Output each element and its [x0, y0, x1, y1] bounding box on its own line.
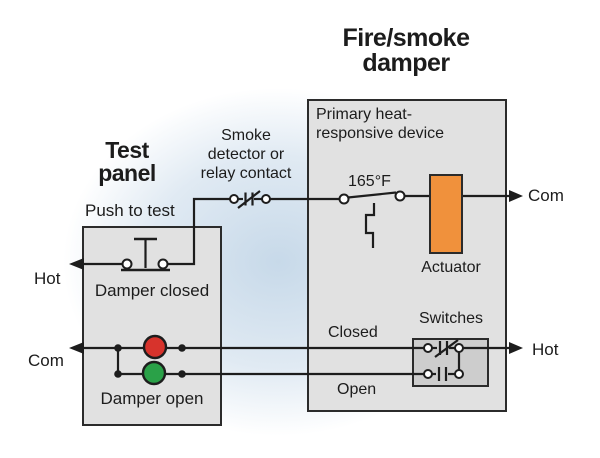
arrow-left-icon: [69, 258, 84, 270]
fusible-link-icon: [364, 203, 376, 248]
actuator-box: [429, 174, 463, 254]
test-panel-title-line2: panel: [98, 160, 156, 186]
thermal-switch-icon: [338, 190, 429, 205]
damper-open-label: Damper open: [100, 389, 204, 408]
test-panel-title-line1: Test: [105, 137, 149, 163]
com-out-label: Com: [528, 186, 564, 205]
arrow-right-icon: [509, 342, 523, 354]
damper-title-line1: Fire/smoke: [342, 24, 470, 52]
junction-dots: [114, 344, 186, 378]
damper-title-line2: damper: [362, 49, 450, 77]
hot-out-label: Hot: [532, 340, 559, 359]
damper-open-wire: [116, 348, 424, 376]
button-to-smoke-wire: [167, 197, 230, 266]
test-panel-box: [82, 226, 222, 426]
closed-label: Closed: [328, 324, 378, 341]
hot-in-label: Hot: [34, 269, 61, 288]
switches-label: Switches: [418, 310, 484, 327]
smoke-detector-contact-icon: [229, 190, 271, 209]
red-indicator-light: [142, 334, 168, 360]
hot-out-wire: [457, 342, 523, 370]
push-button-icon: [121, 237, 170, 272]
hot-in-wire: [69, 258, 123, 270]
open-label: Open: [337, 381, 377, 398]
primary-device-label: Primary heat- responsive device: [316, 106, 445, 142]
com-in-label: Com: [28, 351, 64, 370]
damper-title: Fire/smoke damper: [300, 26, 512, 76]
com-in-wire: [69, 342, 424, 354]
arrow-right-icon: [509, 190, 523, 202]
temp-rating-label: 165°F: [348, 173, 391, 190]
test-panel-title: Test panel: [77, 139, 177, 185]
com-out-wire: [463, 190, 523, 202]
push-to-test-label: Push to test: [85, 201, 175, 220]
arrow-left-icon: [69, 342, 84, 354]
open-switch-icon: [423, 367, 464, 381]
actuator-label: Actuator: [421, 259, 481, 276]
smoke-detector-label: Smoke detector or relay contact: [200, 127, 292, 182]
damper-closed-label: Damper closed: [94, 281, 210, 300]
green-indicator-light: [141, 360, 167, 386]
closed-switch-icon: [423, 339, 464, 358]
